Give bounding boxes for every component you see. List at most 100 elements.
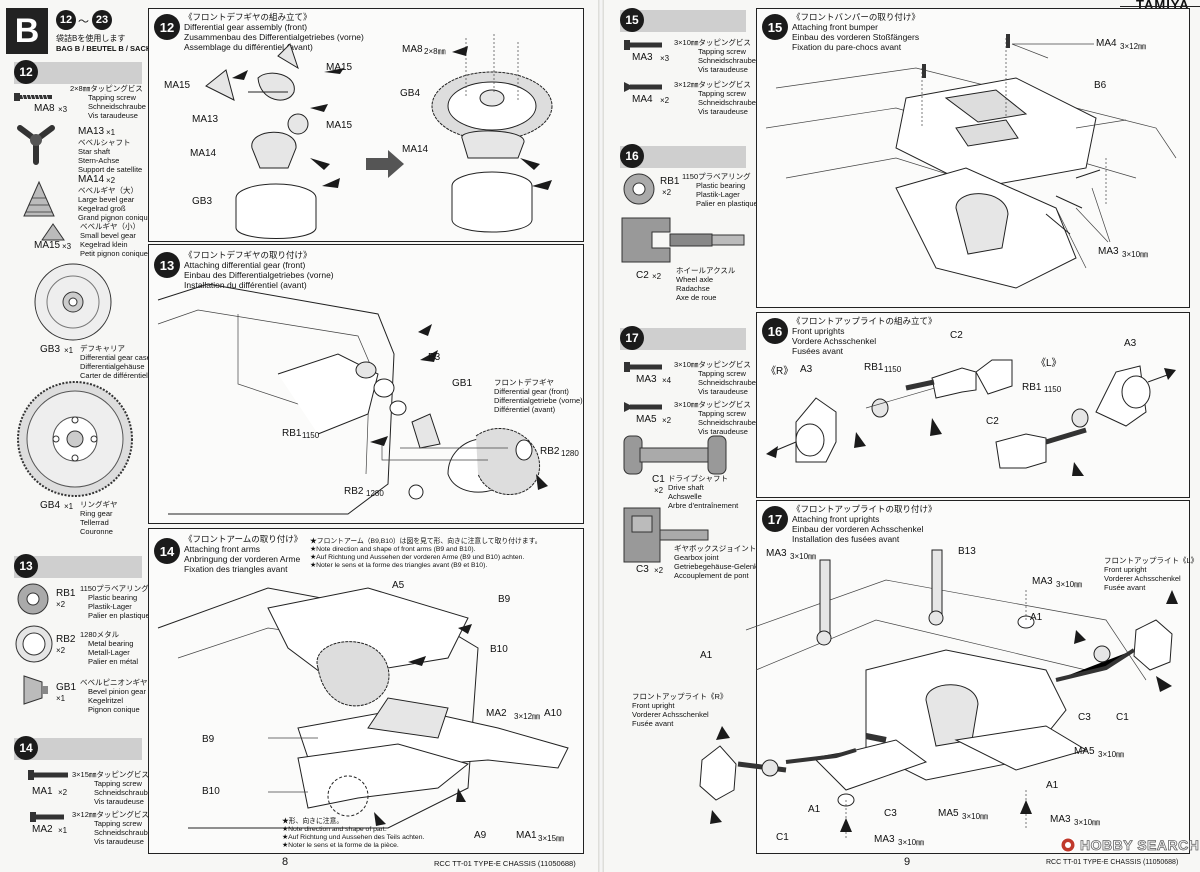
bag-jp: 袋詰Bを使用します xyxy=(56,34,126,43)
part-c2-desc: ホイールアクスル Wheel axle Radachse Axe de roue xyxy=(676,266,735,302)
bag-letter-badge: B xyxy=(6,8,48,54)
part-ma13-jp: ベベルシャフト xyxy=(78,138,131,147)
step-14-panel xyxy=(148,528,584,854)
s14-label-ma2-size: 3×12㎜ xyxy=(514,712,541,721)
sidebar-step-14-num: 14 xyxy=(14,736,38,760)
part-rb2-code: RB2 xyxy=(56,634,76,645)
part-rb1-16-en2: Plastik-Lager xyxy=(696,190,740,199)
part-c2-en1: Wheel axle xyxy=(676,275,714,284)
page-spine xyxy=(598,0,604,872)
part-c3-jp: ギヤボックスジョイント xyxy=(674,544,757,553)
plastic-bearing-icon xyxy=(623,173,655,205)
step-14-badge: 14 xyxy=(154,538,180,564)
s13-label-p3: P3 xyxy=(428,352,441,363)
part-ma14-code: MA14 xyxy=(78,174,105,185)
gearbox-joint-icon xyxy=(623,507,709,563)
part-c2-jp: ホイールアクスル xyxy=(676,266,736,275)
part-c2-en3: Axe de roue xyxy=(676,293,717,302)
s14-label-b9: B9 xyxy=(498,594,511,605)
s17-label-a1-bottom-right: A1 xyxy=(1046,780,1059,791)
step-14-header: 《フロントアームの取り付け》 Attaching front arms Anbr… xyxy=(184,534,302,574)
part-c1-en3: Arbre d'entraînement xyxy=(668,501,739,510)
s14-part-note-en: ★Note direction and shape of part. xyxy=(282,826,387,833)
part-ma15-en3: Petit pignon conique xyxy=(80,249,148,258)
s17-label-a1-lower: A1 xyxy=(808,804,821,815)
s14-part-note-jp: ★形、向きに注意。 xyxy=(282,818,344,825)
part-gb4-jp: リングギヤ xyxy=(80,500,118,509)
screw-icon xyxy=(28,770,68,780)
s17-callout-l-en2: Vorderer Achsschenkel xyxy=(1104,574,1181,583)
watermark-logo-icon xyxy=(1060,837,1076,853)
part-ma15-code: MA15 xyxy=(34,240,61,251)
step-17-en3: Installation des fusées avant xyxy=(792,534,900,544)
part-ma4-code: MA4 xyxy=(632,94,653,105)
part-ma1-code: MA1 xyxy=(32,786,53,797)
step-15-badge: 15 xyxy=(762,14,788,40)
s17-label-ma3-right-size: 3×10㎜ xyxy=(1056,580,1083,589)
part-c1-desc: ドライブシャフト Drive shaft Achswelle Arbre d'e… xyxy=(668,474,738,510)
part-ma5-desc: 3×10㎜タッピングビス Tapping screw Schneidschrau… xyxy=(674,400,756,436)
part-c1-code: C1 xyxy=(652,474,665,485)
s17-label-c1-right: C1 xyxy=(1116,712,1129,723)
right-page-number: 9 xyxy=(904,856,911,868)
s14-part-note-fr: ★Noter le sens et la forme de la pièce. xyxy=(282,842,399,849)
part-ma15-jp: ベベルギヤ（小） xyxy=(80,222,140,231)
part-c2-qty: ×2 xyxy=(652,272,662,281)
step-15-header: 《フロントバンパーの取り付け》 Attaching front bumper E… xyxy=(792,12,920,52)
part-ma2-en2: Schneidschraube xyxy=(94,828,152,837)
left-page-footer: RCC TT-01 TYPE-E CHASSIS (11050688) xyxy=(434,859,576,868)
sidebar-step-14-bar: 14 xyxy=(14,736,142,760)
step-12-en1: Differential gear assembly (front) xyxy=(184,22,308,32)
part-ma5-jp: 3×10㎜タッピングビス xyxy=(674,400,751,409)
part-ma2-jp: 3×12㎜タッピングビス xyxy=(72,810,149,819)
part-ma3-17-en2: Schneidschraube xyxy=(698,378,756,387)
part-ma3-15-code: MA3 xyxy=(632,52,653,63)
s16-label-rb1-l-size: 1150 xyxy=(1044,385,1062,394)
part-gb3-en1: Differential gear case xyxy=(80,353,151,362)
part-gb1-en3: Pignon conique xyxy=(88,705,140,714)
watermark-text: HOBBY SEARCH xyxy=(1080,837,1200,854)
step-16-jp: 《フロントアップライトの組み立て》 xyxy=(792,316,937,326)
part-rb1-13-en3: Palier en plastique xyxy=(88,611,150,620)
part-ma14-en2: Kegelrad groß xyxy=(78,204,126,213)
s17-callout-l-en1: Front upright xyxy=(1104,565,1147,574)
step-13-en1: Attaching differential gear (front) xyxy=(184,260,306,270)
part-ma2-en1: Tapping screw xyxy=(94,819,142,828)
drive-shaft-icon xyxy=(623,435,727,475)
s16-label-rb1-r-size: 1150 xyxy=(884,365,902,374)
part-ma8-en1: Tapping screw xyxy=(88,93,136,102)
part-c1-en1: Drive shaft xyxy=(668,483,704,492)
s12-label-ma8: MA8 xyxy=(402,44,423,55)
s13-callout-en3: Différentiel (avant) xyxy=(494,405,556,414)
part-ma14-jp: ベベルギヤ（大） xyxy=(78,186,138,195)
s13-label-gb1: GB1 xyxy=(452,378,473,389)
s16-label-c2-r: C2 xyxy=(950,330,963,341)
part-ma3-17-en1: Tapping screw xyxy=(698,369,746,378)
ring-gear-icon xyxy=(17,381,133,497)
s14-note-fr: ★Noter le sens et la forme des triangles… xyxy=(310,562,488,569)
step-12-diagram xyxy=(205,34,553,239)
s17-label-a1-upper: A1 xyxy=(1030,612,1043,623)
part-rb1-16-desc: 1150プラベアリング Plastic bearing Plastik-Lage… xyxy=(682,172,758,208)
s16-label-a3-r: A3 xyxy=(800,364,813,375)
wheel-axle-icon xyxy=(621,217,745,263)
plastic-bearing-icon xyxy=(17,583,49,615)
part-ma8-code: MA8 xyxy=(34,103,55,114)
countersunk-screw-icon xyxy=(624,402,662,412)
part-ma5-en1: Tapping screw xyxy=(698,409,746,418)
bag-range-end: 23 xyxy=(92,10,112,30)
part-ma15-desc: ベベルギヤ（小） Small bevel gear Kegelrad klein… xyxy=(80,222,148,258)
part-rb1-16-en1: Plastic bearing xyxy=(696,181,746,190)
sidebar-step-16-bar: 16 xyxy=(620,144,746,168)
screw-icon xyxy=(30,812,64,822)
step-12-en3: Assemblage du différentiel (avant) xyxy=(184,42,313,52)
step-16-en3: Fusées avant xyxy=(792,346,844,356)
step-16-badge: 16 xyxy=(762,318,788,344)
s17-label-ma3-bottom-right-size: 3×10㎜ xyxy=(1074,818,1101,827)
step-13-jp: 《フロントデフギヤの取り付け》 xyxy=(184,250,312,260)
part-rb2-en3: Palier en métal xyxy=(88,657,139,666)
part-c3-qty: ×2 xyxy=(654,566,664,575)
part-rb2-en2: Metall-Lager xyxy=(88,648,130,657)
part-c1-en2: Achswelle xyxy=(668,492,702,501)
part-ma1-en1: Tapping screw xyxy=(94,779,142,788)
